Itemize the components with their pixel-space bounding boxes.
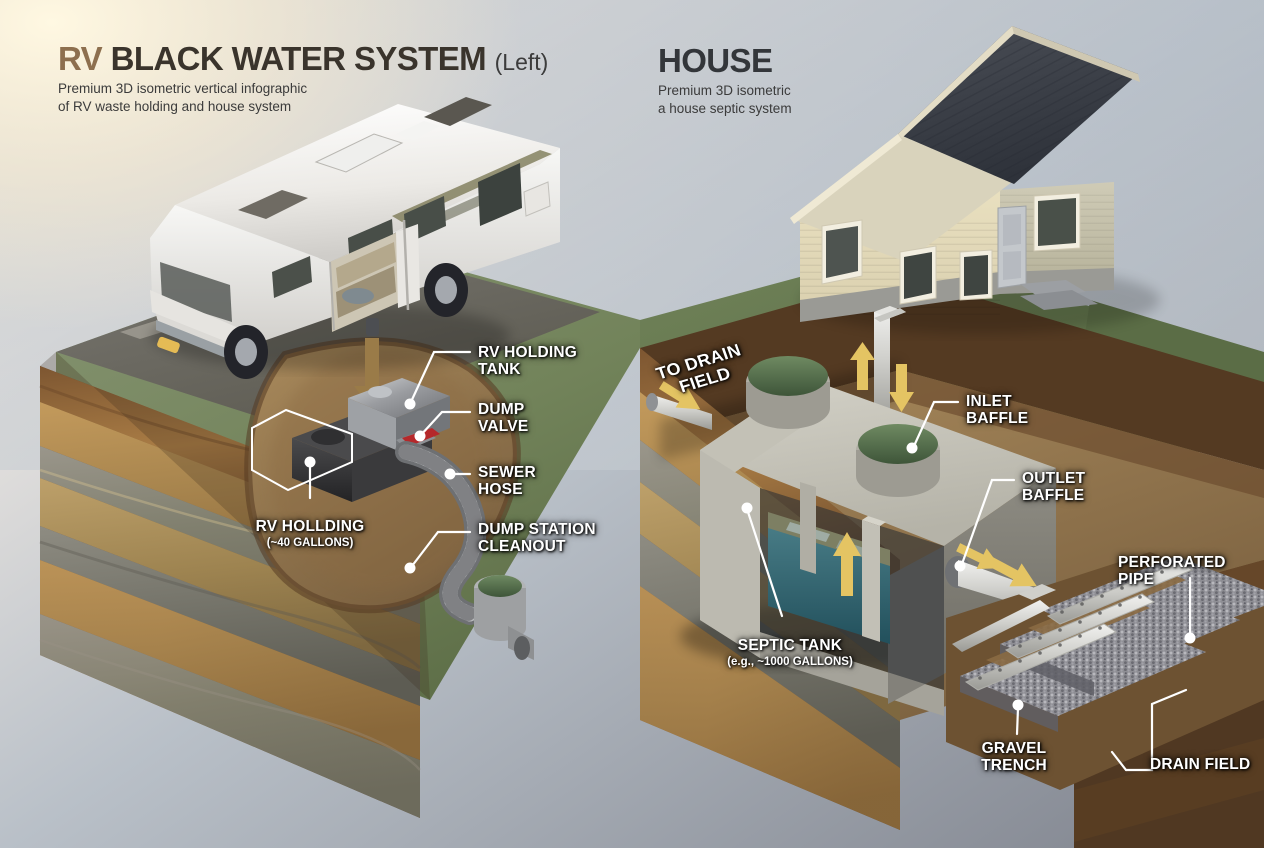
- leader-drain-field-tick: [1110, 750, 1128, 772]
- rv-bay-door: [396, 224, 420, 308]
- page-title-left: RV BLACK WATER SYSTEM (Left): [58, 42, 548, 75]
- tank-left-outlet-pipe: [650, 394, 712, 430]
- rv-bay-item: [342, 288, 374, 304]
- leader-rv-holding-tank: [408, 350, 472, 406]
- tank-rise-arrow: [833, 532, 861, 596]
- rv-tank-cap: [311, 429, 345, 445]
- perforated-pipes: [964, 561, 1194, 691]
- leader-dump-valve: [418, 410, 472, 438]
- header-pipe: [952, 600, 1050, 652]
- dump-station-cleanout: [474, 575, 534, 660]
- leader-outlet-baffle: [960, 478, 1016, 566]
- house-fascia: [1012, 26, 1140, 82]
- rv-drain-outlet: [366, 318, 379, 336]
- rv-bay-shelf-top: [336, 242, 396, 288]
- subtitle-left: Premium 3D isometric vertical infographi…: [58, 81, 308, 114]
- rv-grille: [156, 320, 246, 366]
- title-block-right: HOUSE Premium 3D isometric a house septi…: [658, 44, 792, 118]
- cleanout-lid: [478, 575, 522, 597]
- callout-leaders: [251, 350, 1196, 772]
- inlet-baffle-wall: [800, 482, 816, 574]
- rv-tank-left: [292, 438, 352, 502]
- rv-headlight: [157, 336, 180, 354]
- drainfield-arrow: [956, 543, 1002, 569]
- distribution-tee: [1018, 584, 1056, 600]
- rv-window-c: [478, 163, 522, 226]
- rv-hood: [150, 290, 252, 352]
- leader-drain-field-tick2: [1150, 688, 1188, 706]
- outlet-riser-lid: [748, 356, 828, 396]
- title-paren: (Left): [494, 49, 549, 75]
- rv-black-water-tank: [292, 378, 534, 660]
- divider-baffle: [862, 520, 880, 642]
- to-field-arrow: [658, 381, 701, 410]
- inlet-riser: [856, 424, 940, 497]
- title-keyword: RV: [58, 40, 103, 77]
- sewer-hose: [395, 441, 487, 625]
- house-ridge: [898, 26, 1018, 138]
- pipe-perforations: [978, 570, 1164, 680]
- house-windows: [821, 192, 1081, 305]
- rv-roof-vent-rear: [424, 97, 492, 126]
- house-up-arrow: [850, 342, 875, 390]
- house-foundation: [800, 268, 1114, 322]
- leader-drain-field: [1124, 702, 1154, 772]
- leader-rv-holding-bracket: [251, 408, 353, 492]
- outlet-riser: [746, 356, 830, 429]
- rv-door-seam: [402, 219, 410, 311]
- subtitle-right: Premium 3D isometric a house septic syst…: [658, 83, 792, 116]
- title-block-left: RV BLACK WATER SYSTEM (Left) Premium 3D …: [58, 42, 548, 116]
- rv-windshield: [160, 262, 232, 322]
- rv-rear-panel: [523, 181, 551, 217]
- house-sewer-stack: [874, 306, 906, 426]
- perforated-pipe-1: [964, 623, 1118, 691]
- leader-dump-station-cleanout: [410, 530, 472, 568]
- page-title-right: HOUSE: [658, 42, 773, 79]
- recreational-vehicle: [150, 97, 560, 379]
- perforated-pipe-2: [1004, 593, 1156, 659]
- rv-roof-vent-mid: [396, 121, 440, 140]
- sewer-stack-pipe: [874, 306, 890, 426]
- drop-arrow-shaft: [365, 338, 379, 390]
- rv-tank-neck-top: [348, 378, 450, 418]
- inlet-riser-lid: [858, 424, 938, 464]
- house-down-arrow: [889, 364, 914, 412]
- rv-ac-unit: [314, 133, 404, 173]
- title-main: BLACK WATER SYSTEM: [110, 40, 487, 77]
- pit-back-wall: [640, 275, 1264, 470]
- leader-septic-tank: [746, 510, 784, 618]
- flow-arrows: [658, 342, 1037, 596]
- sewer-stack-elbow: [874, 308, 906, 322]
- rv-roof: [175, 104, 560, 262]
- house-step-lower: [1020, 290, 1098, 310]
- leach-field: [946, 552, 1264, 790]
- rv-tank-neck-left: [348, 398, 396, 450]
- leader-inlet-baffle: [912, 400, 960, 448]
- rv-roof-vent-front: [238, 190, 308, 219]
- perforated-pipe-3: [1046, 561, 1194, 625]
- rv-tank-inlet-collar: [368, 386, 392, 398]
- rv-window-cab: [272, 256, 312, 298]
- leader-gravel-trench: [1015, 706, 1020, 736]
